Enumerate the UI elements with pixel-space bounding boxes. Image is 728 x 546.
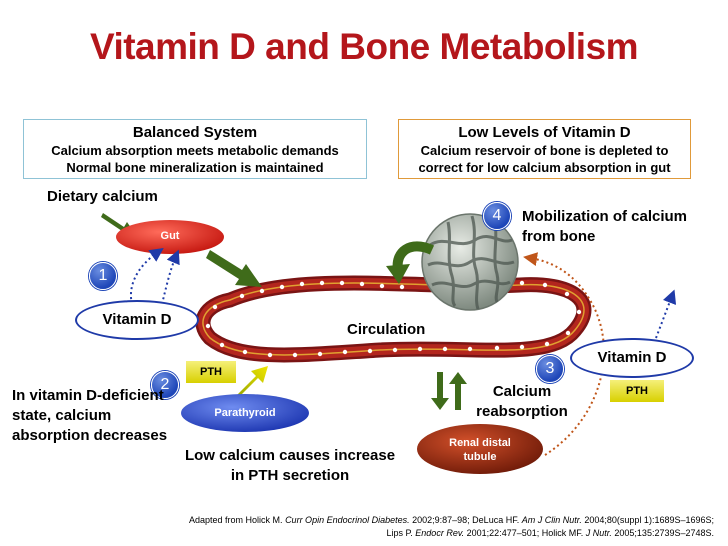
balanced-line-2: Normal bone mineralization is maintained <box>66 160 324 175</box>
step-2-badge: 2 <box>151 371 179 399</box>
vitd-right-arrow <box>655 289 677 339</box>
citation: Adapted from Holick M. Curr Opin Endocri… <box>189 514 714 540</box>
dietary-calcium-label: Dietary calcium <box>47 188 158 205</box>
bone-release-arrow <box>386 241 435 284</box>
circulation-label: Circulation <box>347 321 426 338</box>
deficient-state-label: In vitamin D-deficient state, calcium ab… <box>12 387 168 444</box>
parathyroid-arrow <box>234 366 268 400</box>
citation-line-1: Adapted from Holick M. Curr Opin Endocri… <box>189 515 714 525</box>
vitamin-d-right-oval: Vitamin D <box>570 338 694 378</box>
renal-label: Renal distal tubule <box>449 437 511 463</box>
vitd-to-gut-arrow-2 <box>161 249 180 305</box>
balanced-line-1: Calcium absorption meets metabolic deman… <box>51 143 339 158</box>
low-line-2: correct for low calcium absorption in gu… <box>418 160 671 175</box>
calcium-reabsorption-label: Calcium reabsorption <box>476 383 568 420</box>
bone-image <box>421 213 519 311</box>
vitd-to-gut-arrow-1 <box>130 248 164 305</box>
parathyroid-organ <box>181 394 309 432</box>
gut-label: Gut <box>160 230 180 242</box>
balanced-heading: Balanced System <box>132 124 258 141</box>
vitamin-d-left-oval: Vitamin D <box>75 300 199 340</box>
pth-left-tag: PTH <box>186 361 236 383</box>
step-4-badge: 4 <box>483 202 511 230</box>
step-1-badge: 1 <box>89 262 117 290</box>
low-line-1: Calcium reservoir of bone is depleted to <box>420 143 669 158</box>
pth-right-tag: PTH <box>610 380 664 402</box>
circulation-vessel <box>195 275 592 363</box>
renal-to-bone-arrow <box>523 252 605 456</box>
reabsorption-arrows <box>431 372 467 410</box>
parathyroid-label: Parathyroid <box>214 407 276 419</box>
renal-organ <box>417 424 543 474</box>
page-title: Vitamin D and Bone Metabolism <box>89 26 639 67</box>
mobilization-label: Mobilization of calcium from bone <box>522 208 688 245</box>
low-calcium-label: Low calcium causes increase in PTH secre… <box>184 447 396 484</box>
citation-line-2: Lips P. Endocr Rev. 2001;22:477–501; Hol… <box>386 528 714 538</box>
low-heading: Low Levels of Vitamin D <box>458 124 631 141</box>
low-vitamin-d-box: Low Levels of Vitamin D Calcium reservoi… <box>398 119 691 179</box>
gut-organ <box>116 220 224 254</box>
gut-to-circulation-arrow <box>206 250 262 287</box>
step-3-badge: 3 <box>536 355 564 383</box>
balanced-system-box: Balanced System Calcium absorption meets… <box>23 119 367 179</box>
